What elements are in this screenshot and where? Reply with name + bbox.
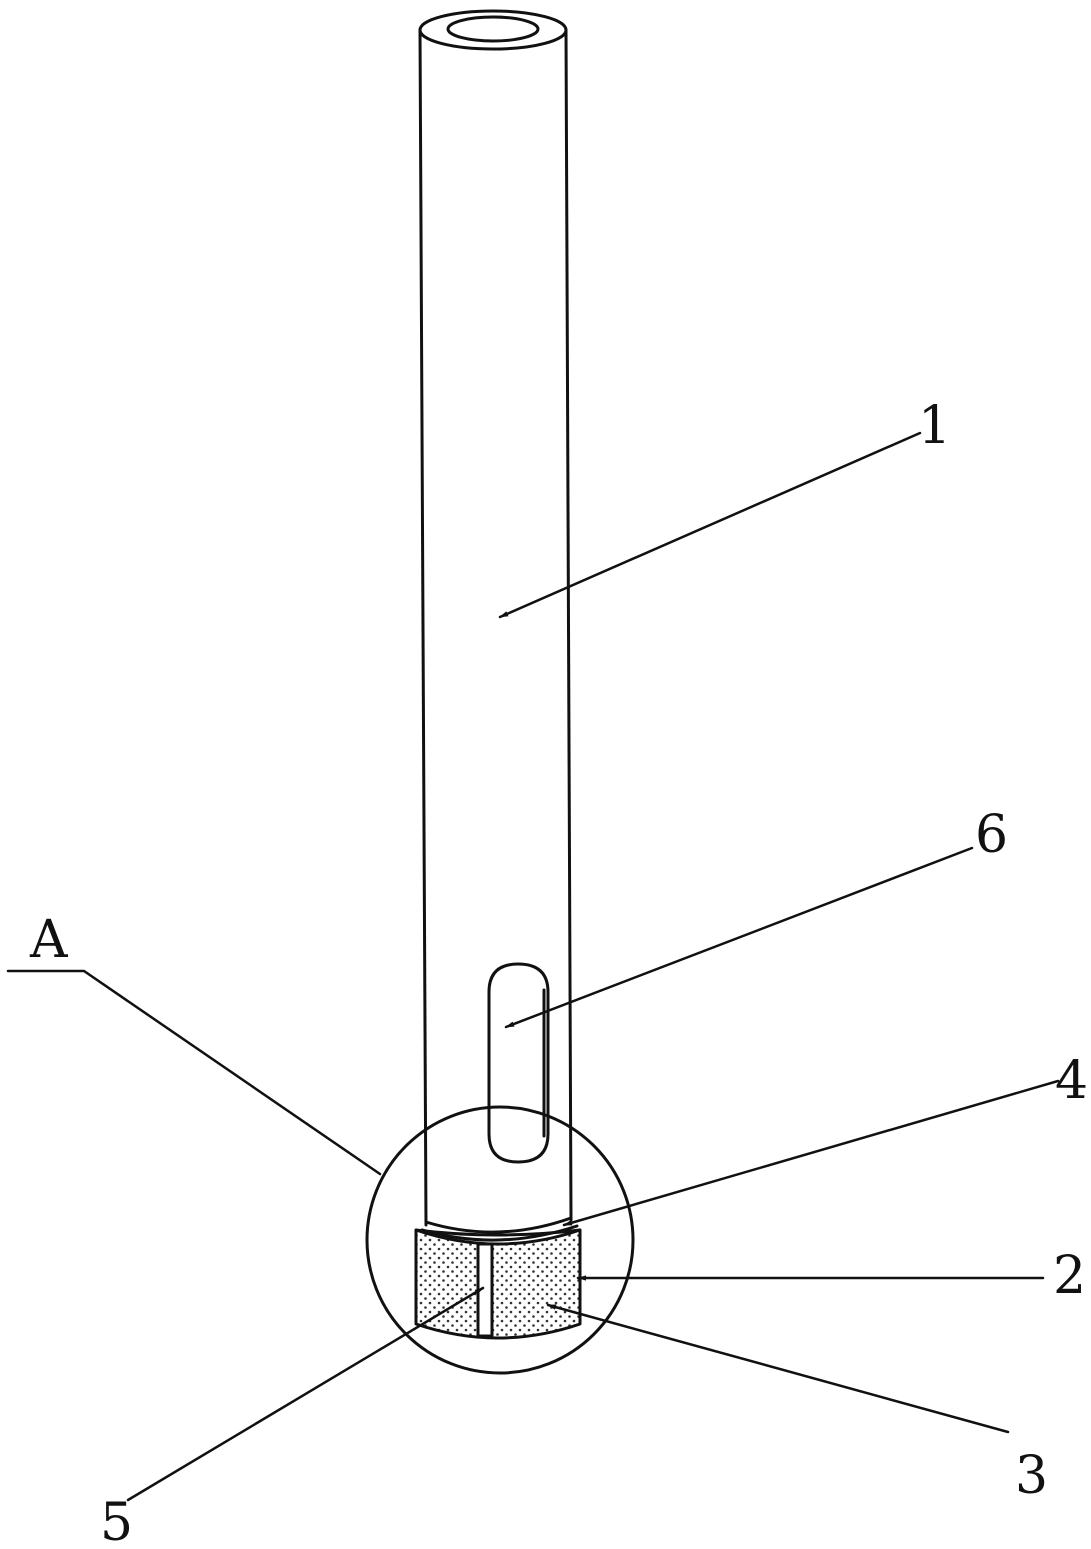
label-2: 2: [1053, 1246, 1086, 1306]
tube-top-inner: [446, 15, 540, 43]
leader-3: [546, 1303, 1010, 1434]
leader-1: [498, 431, 922, 619]
label-6: 6: [975, 805, 1008, 865]
slot-outline: [487, 962, 550, 1164]
labels: 1 6 4 2 3 5 A: [29, 396, 1088, 1549]
neck-ring-upper: [424, 1216, 573, 1234]
leader-5: [126, 1286, 485, 1502]
label-a: A: [29, 910, 69, 970]
base-ring: [414, 1228, 582, 1340]
base-ring-outline: [414, 1228, 582, 1340]
base-ring-fill: [416, 1230, 580, 1338]
detail-circle: [365, 1105, 635, 1375]
detail-a: [6, 969, 635, 1375]
leader-4: [562, 1079, 1060, 1227]
slot: [487, 962, 550, 1164]
tube-left-edge: [418, 28, 428, 1227]
leader-6: [504, 846, 974, 1029]
label-1: 1: [918, 396, 951, 456]
tube-top-outer: [418, 9, 568, 51]
label-5: 5: [100, 1493, 133, 1549]
label-3: 3: [1015, 1446, 1048, 1506]
tube: [418, 9, 573, 1227]
tube-right-edge: [564, 28, 573, 1222]
leaders: [126, 431, 1060, 1502]
label-4: 4: [1055, 1051, 1088, 1111]
base-ring-top: [414, 1228, 582, 1237]
leader-a: [6, 969, 382, 1176]
